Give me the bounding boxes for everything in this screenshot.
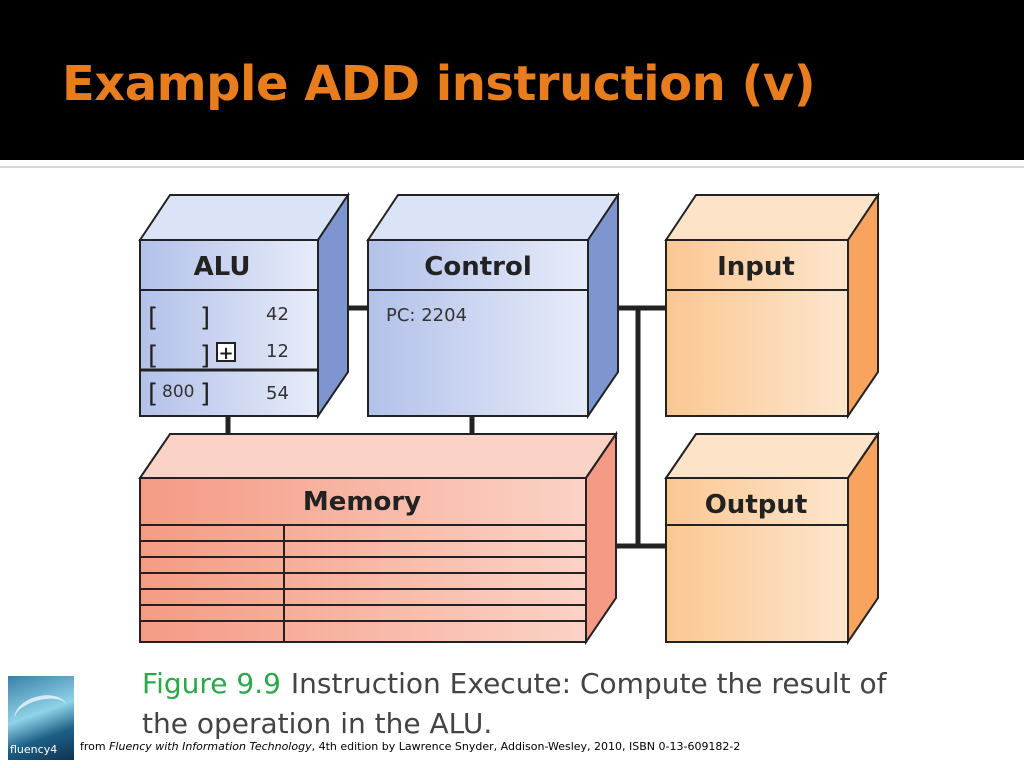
svg-text:[: [: [148, 303, 158, 333]
book-cover-label: fluency4: [10, 743, 58, 756]
svg-text:]: ]: [200, 303, 210, 333]
control-box: Control PC: 2204: [366, 191, 620, 420]
book-title: Fluency with Information Technology: [109, 740, 312, 753]
divider: [0, 166, 1024, 168]
title-bar: Example ADD instruction (v): [0, 0, 1024, 160]
figure-number: Figure 9.9: [142, 667, 281, 700]
alu-register-1-value: 42: [266, 304, 289, 325]
input-label: Input: [717, 252, 795, 282]
slide-title: Example ADD instruction (v): [62, 56, 816, 112]
book-cover-thumbnail: fluency4: [8, 676, 74, 760]
source-credit: from Fluency with Information Technology…: [80, 740, 741, 753]
output-box: Output: [664, 430, 880, 646]
svg-text:[: [: [148, 379, 158, 409]
svg-text:[: [: [148, 341, 158, 371]
output-label: Output: [705, 490, 808, 520]
alu-label: ALU: [194, 252, 251, 282]
svg-text:]: ]: [200, 379, 210, 409]
program-counter: PC: 2204: [386, 305, 467, 326]
caption-text: Instruction Execute: Compute the result …: [142, 667, 887, 740]
svg-text:+: +: [218, 343, 233, 364]
svg-text:]: ]: [200, 341, 210, 371]
alu-box: ALU [ ] 42 [ ] + 12 [ 800 ] 54: [138, 191, 350, 420]
computer-architecture-diagram: ALU [ ] 42 [ ] + 12 [ 800 ] 54 Control P…: [138, 191, 880, 646]
plus-operator-icon: [216, 342, 236, 362]
memory-cells: [140, 525, 586, 642]
control-label: Control: [424, 252, 531, 282]
memory-box: Memory: [138, 430, 618, 646]
alu-result-value: 54: [266, 383, 289, 404]
alu-register-3-address: 800: [162, 382, 194, 402]
alu-register-2-value: 12: [266, 341, 289, 362]
memory-label: Memory: [303, 487, 421, 517]
input-box: Input: [664, 191, 880, 420]
